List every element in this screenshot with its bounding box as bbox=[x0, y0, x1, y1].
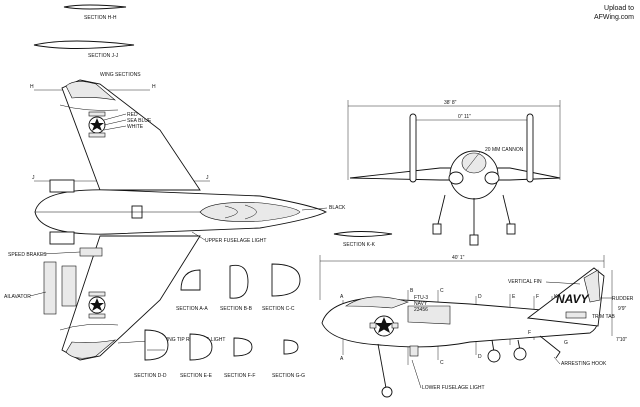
letter-c-bottom: C bbox=[440, 360, 444, 366]
upper-star-insignia bbox=[88, 111, 106, 138]
marker-h-right: H bbox=[152, 84, 156, 90]
section-cc-label: SECTION C-C bbox=[262, 306, 295, 312]
marker-h-left: H bbox=[30, 84, 34, 90]
section-aa-label: SECTION A-A bbox=[176, 306, 208, 312]
fuselage-sections: SECTION A-A SECTION B-B SECTION C-C SECT… bbox=[134, 263, 305, 379]
letter-f-top: F bbox=[536, 294, 539, 300]
height-small-dimension: 7'10" bbox=[616, 337, 627, 343]
letter-a-top: A bbox=[340, 294, 344, 300]
section-cc: SECTION C-C bbox=[262, 263, 301, 312]
section-ff: SECTION F-F bbox=[224, 337, 255, 379]
wing-sections-title: WING SECTIONS bbox=[100, 72, 141, 78]
section-aa: SECTION A-A bbox=[176, 269, 208, 312]
letter-a-bottom: A bbox=[340, 356, 344, 362]
label-rudder: RUDDER bbox=[612, 296, 634, 302]
section-ff-label: SECTION F-F bbox=[224, 373, 255, 379]
label-cannon: 20 MM CANNON bbox=[485, 147, 524, 153]
front-view: 38' 8" 0" 11" 20 MM CANNON SECTION K-K bbox=[333, 100, 561, 248]
letter-b-top: B bbox=[410, 288, 414, 294]
height-dimension: 9'9" bbox=[618, 306, 627, 312]
letter-g-bottom: G bbox=[564, 340, 568, 346]
label-vertical-fin: VERTICAL FIN bbox=[508, 279, 542, 285]
marker-j-left: J bbox=[32, 175, 35, 181]
label-white: WHITE bbox=[127, 124, 144, 130]
lower-star-insignia bbox=[88, 291, 106, 319]
letter-d-bottom: D bbox=[478, 354, 482, 360]
navy-marking: NAVY bbox=[556, 292, 589, 306]
section-dd: SECTION D-D bbox=[134, 329, 169, 379]
serial-line-1: FTU-3 bbox=[414, 295, 428, 301]
plan-view: H H J J bbox=[4, 79, 346, 361]
section-gg: SECTION G-G bbox=[272, 339, 305, 379]
watermark-line-2: AFWing.com bbox=[594, 14, 634, 21]
label-lower-fuselage-light: LOWER FUSELAGE LIGHT bbox=[422, 385, 485, 391]
front-span: 38' 8" bbox=[444, 100, 457, 106]
side-view: 40' 1" FTU-3 NAVY 23456 NAVY bbox=[319, 255, 634, 398]
label-ailavator: AILAVATOR bbox=[4, 294, 31, 300]
section-bb-label: SECTION B-B bbox=[220, 306, 253, 312]
serial-line-2: NAVY bbox=[414, 301, 428, 307]
section-ee-label: SECTION E-E bbox=[180, 373, 213, 379]
label-sea-blue: SEA BLUE bbox=[127, 118, 152, 124]
wing-section-jj: SECTION J-J bbox=[33, 40, 135, 59]
section-jj-label: SECTION J-J bbox=[88, 53, 119, 59]
marker-j-right: J bbox=[206, 175, 209, 181]
section-hh-label: SECTION H-H bbox=[84, 15, 117, 21]
label-trim-tab: TRIM TAB bbox=[592, 314, 616, 320]
letter-c-top: C bbox=[440, 288, 444, 294]
front-inner-span: 0" 11" bbox=[458, 114, 471, 120]
label-upper-fuselage-light: UPPER FUSELAGE LIGHT bbox=[205, 238, 266, 244]
section-dd-label: SECTION D-D bbox=[134, 373, 167, 379]
label-arresting-hook: ARRESTING HOOK bbox=[561, 361, 607, 367]
label-black: BLACK bbox=[329, 205, 346, 211]
label-red: RED bbox=[127, 112, 138, 118]
section-bb: SECTION B-B bbox=[220, 264, 253, 312]
wing-section-hh: SECTION H-H bbox=[63, 4, 127, 21]
section-kk-label: SECTION K-K bbox=[343, 242, 376, 248]
side-star-insignia bbox=[369, 315, 399, 337]
section-gg-label: SECTION G-G bbox=[272, 373, 305, 379]
letter-f-bottom: F bbox=[528, 330, 531, 336]
letter-d-top: D bbox=[478, 294, 482, 300]
serial-line-3: 23456 bbox=[414, 307, 428, 313]
label-speed-brakes: SPEED BRAKES bbox=[8, 252, 47, 258]
side-length: 40' 1" bbox=[452, 255, 465, 261]
section-ee: SECTION E-E bbox=[180, 333, 213, 379]
watermark-line-1: Upload to bbox=[604, 5, 634, 12]
letter-e-top: E bbox=[512, 294, 516, 300]
letter-k-top: K bbox=[554, 294, 558, 300]
